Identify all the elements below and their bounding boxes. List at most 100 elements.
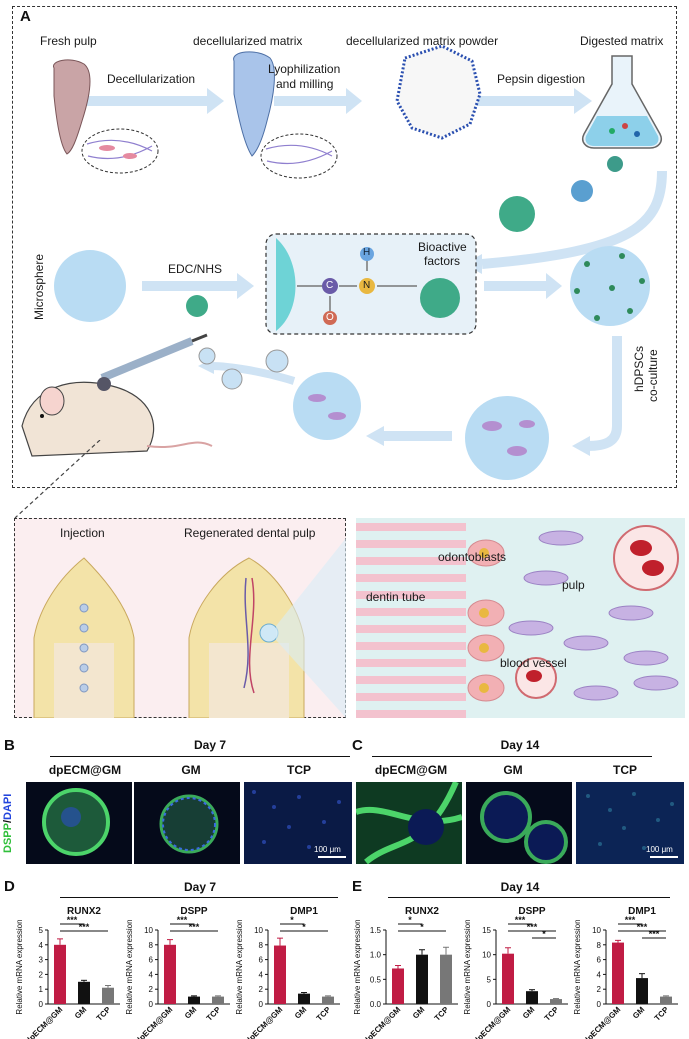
stain-sep: / (2, 819, 14, 824)
cell-laden-sphere-mid (293, 372, 361, 440)
chart-1-ytick-label-4: 8 (149, 941, 154, 950)
scale-label-c: 100 μm (646, 845, 673, 854)
chart-5-bar-1 (636, 978, 648, 1004)
scale-label-b: 100 μm (314, 845, 341, 854)
chart-3-xtick-label-2: TCP (433, 1005, 451, 1023)
zoom-connector (14, 440, 101, 519)
tooth-diagrams (33, 538, 346, 718)
label-pulp: pulp (562, 578, 585, 592)
panel-b-title-2: GM (181, 763, 201, 777)
chart-4-sig-label-2: * (542, 929, 546, 939)
label-regenerated: Regenerated dental pulp (184, 526, 316, 540)
syringe (100, 337, 194, 382)
atom-c (322, 278, 338, 294)
chart-0-ytick-label-2: 2 (39, 970, 44, 979)
label-fresh-pulp: Fresh pulp (40, 34, 97, 48)
label-dentin-tube: dentin tube (366, 590, 426, 604)
label-milling: and milling (276, 77, 334, 91)
chart-4-xtick-label-1: GM (521, 1005, 537, 1021)
chart-3-sig-label-1: * (420, 922, 424, 932)
chart-0-title: RUNX2 (67, 906, 101, 917)
chart-4-xtick-label-0: dpECM@GM (472, 1005, 513, 1039)
chart-3-ytick-label-1: 0.5 (370, 975, 382, 984)
micrograph-b-tcp: 100 μm (244, 782, 352, 864)
chart-4-title: DSPP (518, 906, 546, 917)
chart-0-ylabel: Relative mRNA expression (15, 919, 24, 1014)
chart-2-ytick-label-3: 6 (259, 956, 264, 965)
chart-4-sig-label-0: *** (515, 915, 526, 925)
stain-dspp: DSPP (2, 823, 14, 853)
chart-1-xtick-label-0: dpECM@GM (134, 1005, 175, 1039)
chart-2-ytick-label-2: 4 (259, 970, 264, 979)
chart-0-xtick-label-0: dpECM@GM (24, 1005, 65, 1039)
cell-laden-sphere-large (465, 396, 549, 480)
label-blood-vessel: blood vessel (500, 656, 567, 670)
chart-0-xtick-label-1: GM (73, 1005, 89, 1021)
chart-2-ytick-label-4: 8 (259, 941, 264, 950)
chart-2-ytick-label-1: 2 (259, 985, 264, 994)
chart-2-ytick-label-0: 0 (259, 1000, 264, 1009)
arrow-decell (87, 96, 207, 106)
atom-o (323, 311, 337, 325)
chart-3-title: RUNX2 (405, 906, 439, 917)
chart-4-xtick-label-2: TCP (543, 1005, 561, 1023)
micrograph-b-dpecm (26, 782, 132, 864)
chart-5-ytick-label-2: 4 (597, 970, 602, 979)
chart-3-bar-2 (440, 954, 452, 1004)
chart-3-xtick-label-1: GM (411, 1005, 427, 1021)
micrograph-c-tcp: 100 μm (576, 782, 684, 864)
chart-0-ytick-label-5: 5 (39, 926, 44, 935)
panel-a-letter: A (20, 8, 31, 25)
chart-5-xtick-label-1: GM (631, 1005, 647, 1021)
chart-5-sig-label-2: *** (649, 929, 660, 939)
chart-1-ytick-label-3: 6 (149, 956, 154, 965)
chart-1-sig-label-0: *** (177, 915, 188, 925)
scale-bar-c (650, 856, 678, 858)
decell-matrix-shape (233, 51, 275, 157)
chart-1-sig-label-1: *** (189, 922, 200, 932)
chart-3-bar-1 (416, 954, 428, 1004)
chart-0-bar-0 (54, 944, 66, 1004)
micrograph-b-gm (134, 782, 240, 864)
chart-4-sig-label-1: *** (527, 922, 538, 932)
atom-n (359, 278, 375, 294)
chart-0-ytick-label-0: 0 (39, 1000, 44, 1009)
chart-3-ytick-label-0: 0.0 (370, 1000, 382, 1009)
chart-5-ylabel: Relative mRNA expression (573, 919, 582, 1014)
chart-0-ytick-label-1: 1 (39, 985, 44, 994)
chart-0-bar-1 (78, 981, 90, 1004)
label-hdpscs-1: hDPSCs (632, 345, 646, 392)
pulp-zoom-circle (81, 128, 159, 174)
label-digested: Digested matrix (580, 34, 664, 48)
label-atom-c: C (326, 280, 334, 291)
atom-h (360, 247, 374, 261)
panel-a-frame (12, 6, 677, 488)
chart-4-bar-0 (502, 953, 514, 1004)
chart-4-ytick-label-0: 0 (487, 1000, 492, 1009)
chart-1-ytick-label-1: 2 (149, 985, 154, 994)
panel-e-letter: E (352, 878, 363, 895)
chart-1-bar-0 (164, 944, 176, 1004)
chart-2-xtick-label-0: dpECM@GM (244, 1005, 285, 1039)
stain-dapi: DAPI (2, 793, 14, 820)
panel-b-letter: B (4, 737, 15, 754)
microsphere (54, 250, 126, 322)
label-atom-n: N (363, 280, 371, 291)
chart-3-bar-0 (392, 968, 404, 1004)
chart-2-sig-label-0: * (290, 915, 294, 925)
chart-0-ytick-label-4: 4 (39, 941, 44, 950)
label-pepsin: Pepsin digestion (497, 72, 586, 86)
panel-b-title-1: dpECM@GM (48, 763, 122, 777)
chart-3-xtick-label-0: dpECM@GM (362, 1005, 403, 1039)
chart-2-xtick-label-2: TCP (315, 1005, 333, 1023)
panel-e-day-line (388, 897, 670, 898)
panel-a-schematic (21, 44, 667, 480)
matrix-zoom-circle (260, 133, 338, 179)
chart-1-bar-2 (212, 996, 224, 1004)
chart-1-xtick-label-2: TCP (205, 1005, 223, 1023)
chart-5-bar-0 (612, 942, 624, 1004)
chart-4-bar-1 (526, 991, 538, 1004)
chart-5-ytick-label-0: 0 (597, 1000, 602, 1009)
chart-4-ytick-label-1: 5 (487, 975, 492, 984)
chart-3-ytick-label-2: 1.0 (370, 951, 382, 960)
